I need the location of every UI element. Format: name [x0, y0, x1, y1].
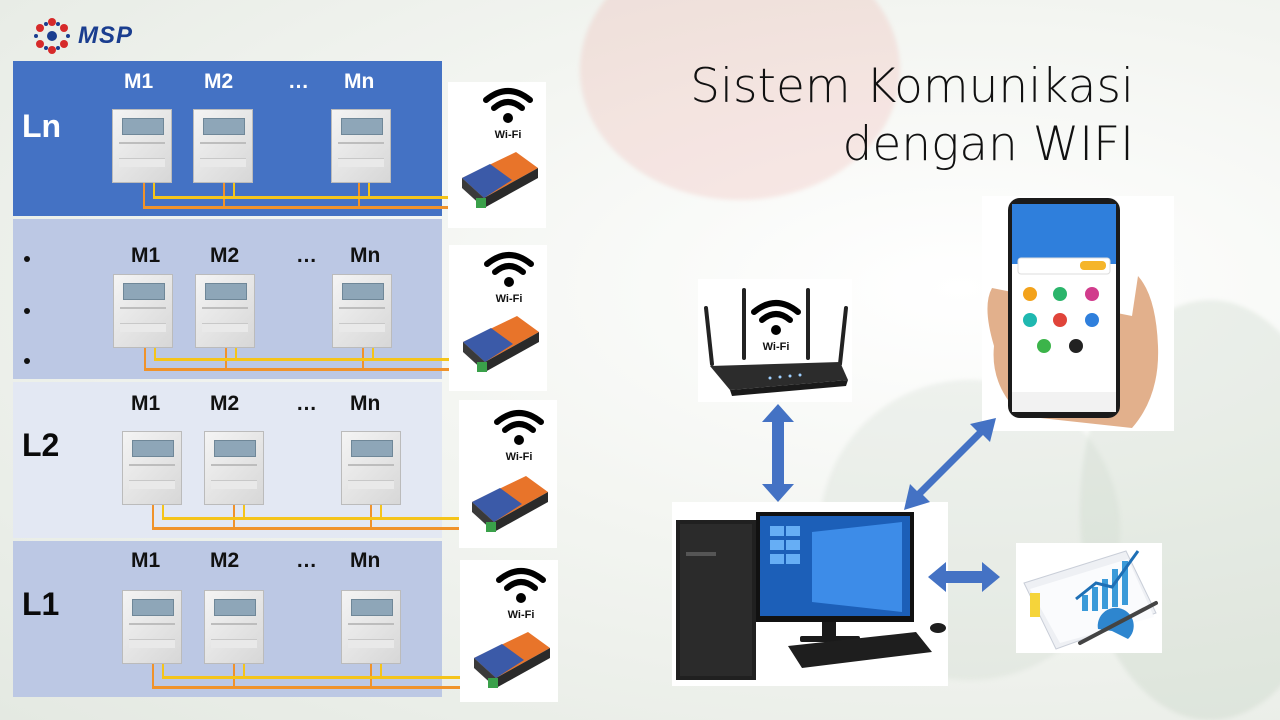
meter-icon: [193, 109, 253, 183]
logo-text: MSP: [78, 22, 134, 49]
wifi-icon: Wi-Fi: [480, 86, 536, 141]
computer-icon: [676, 512, 946, 680]
ellipsis-dot: [24, 256, 30, 262]
converter-icon: [463, 316, 539, 372]
meter-m2-label: M2: [210, 244, 240, 267]
double-arrow-icon: [904, 418, 996, 510]
meter-m2-label: M2: [210, 549, 240, 572]
converter-icon: [472, 476, 548, 532]
title-line-1: Sistem Komunikasi: [690, 59, 1134, 114]
wifi-icon: Wi-Fi: [493, 566, 549, 621]
meter-m1-label: M1: [124, 70, 154, 93]
wifi-icon: Wi-Fi: [748, 298, 804, 353]
title-line-2: dengan WIFI: [842, 117, 1134, 172]
meter-icon: [204, 431, 264, 505]
wifi-label: Wi-Fi: [505, 451, 533, 463]
meter-mn-label: Mn: [350, 392, 381, 415]
meter-icon: [332, 274, 392, 348]
meter-mn-label: Mn: [350, 549, 381, 572]
wifi-label: Wi-Fi: [494, 129, 522, 141]
meter-mn-label: Mn: [350, 244, 381, 267]
phone-icon: [987, 198, 1159, 428]
meter-m2-label: M2: [204, 70, 234, 93]
meter-ellipsis-label: …: [296, 549, 317, 572]
wifi-label: Wi-Fi: [762, 341, 790, 353]
wifi-label: Wi-Fi: [507, 609, 535, 621]
double-arrow-icon: [762, 404, 794, 502]
meter-m2-label: M2: [210, 392, 240, 415]
level-ln-label: Ln: [22, 108, 62, 144]
level-l1-label: L1: [22, 586, 60, 622]
router-icon: [704, 288, 848, 396]
meter-ellipsis-label: …: [296, 392, 317, 415]
ellipsis-dot: [24, 358, 30, 364]
meter-icon: [122, 431, 182, 505]
meter-icon: [112, 109, 172, 183]
meter-icon: [113, 274, 173, 348]
converter-icon: [462, 152, 538, 208]
meter-m1-label: M1: [131, 244, 161, 267]
meter-ellipsis-label: …: [288, 70, 309, 93]
double-arrow-icon: [928, 562, 1000, 592]
meter-icon: [204, 590, 264, 664]
meter-icon: [195, 274, 255, 348]
slide-title: Sistem Komunikasi dengan WIFI: [690, 58, 1134, 174]
report-icon: [1023, 550, 1158, 650]
meter-ellipsis-label: …: [296, 244, 317, 267]
wifi-label: Wi-Fi: [495, 293, 523, 305]
logo-flower-icon: [34, 18, 70, 54]
meter-mn-label: Mn: [344, 70, 375, 93]
meter-icon: [122, 590, 182, 664]
meter-icon: [341, 431, 401, 505]
meter-m1-label: M1: [131, 549, 161, 572]
converter-icon: [474, 632, 550, 688]
level-l2-label: L2: [22, 427, 60, 463]
meter-m1-label: M1: [131, 392, 161, 415]
meter-icon: [341, 590, 401, 664]
meter-icon: [331, 109, 391, 183]
wifi-icon: Wi-Fi: [481, 250, 537, 305]
logo: MSP: [30, 16, 133, 56]
wifi-icon: Wi-Fi: [491, 408, 547, 463]
ellipsis-dot: [24, 308, 30, 314]
